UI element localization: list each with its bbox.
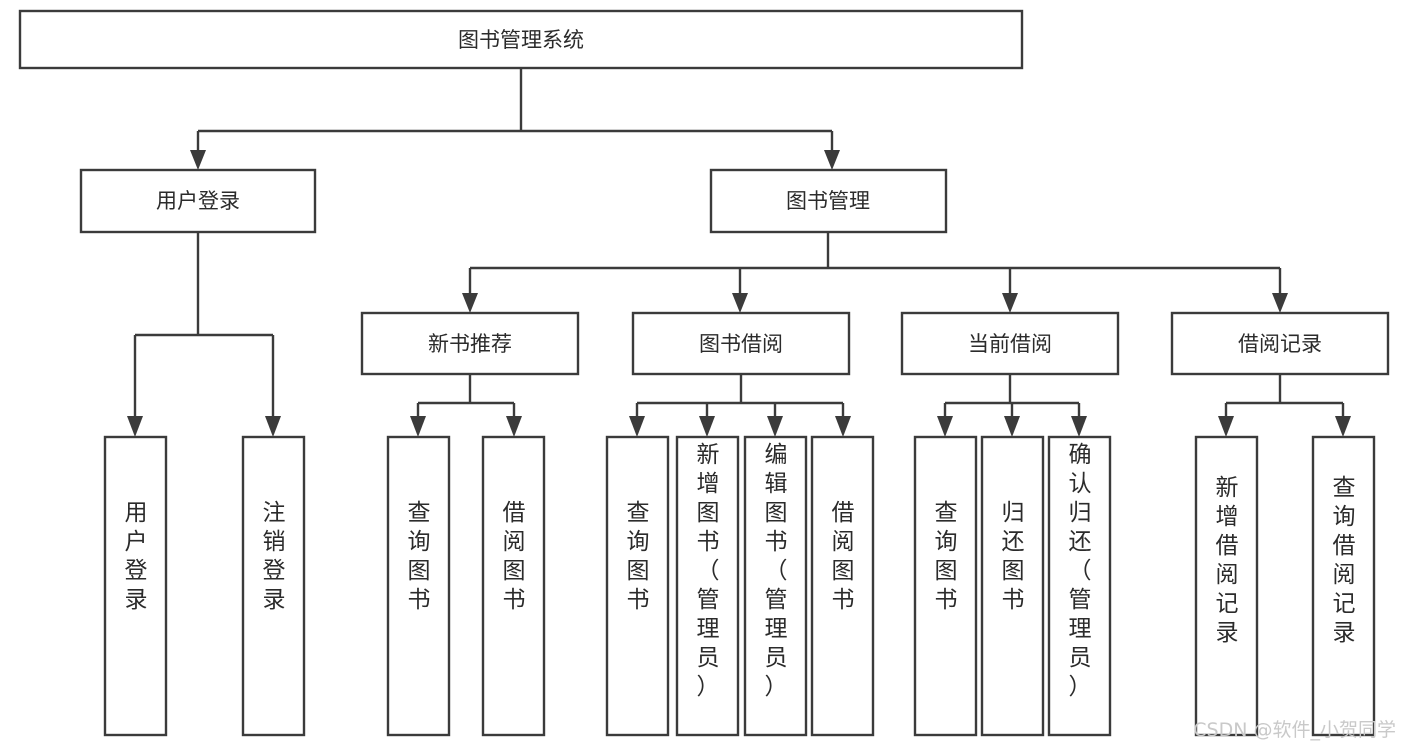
connector-book-borrow-to-leaves [629, 374, 851, 437]
leaf-box [810, 435, 875, 737]
arrow-head-icon [462, 293, 478, 313]
leaf-label-vertical: 查询图书 [935, 500, 958, 613]
node-borrow-record[interactable]: 借阅记录 [1170, 311, 1390, 376]
leaf-book-borrow-add[interactable]: 新增图书（管理员） [675, 435, 740, 737]
node-book-borrow[interactable]: 图书借阅 [631, 311, 851, 376]
arrow-head-icon [767, 416, 783, 437]
arrow-head-icon [629, 416, 645, 437]
leaf-box [103, 435, 168, 737]
arrow-head-icon [1002, 293, 1018, 313]
node-new-book-recommend[interactable]: 新书推荐 [360, 311, 580, 376]
leaf-label-vertical: 查询借阅记录 [1333, 475, 1356, 646]
arrow-head-icon [506, 416, 522, 437]
leaf-label-vertical: 编辑图书（管理员） [765, 442, 788, 700]
connector-user-login-to-leaves [127, 232, 281, 437]
leaf-label-vertical: 查询图书 [408, 500, 431, 613]
leaf-book-borrow-query[interactable]: 查询图书 [605, 435, 670, 737]
node-user-login-box [79, 168, 317, 234]
node-book-management[interactable]: 图书管理 [709, 168, 948, 234]
leaf-box [481, 435, 546, 737]
leaf-new-book-query[interactable]: 查询图书 [386, 435, 451, 737]
node-root[interactable]: 图书管理系统 [18, 9, 1024, 70]
leaf-label-vertical: 用户登录 [125, 500, 148, 613]
node-user-login[interactable]: 用户登录 [79, 168, 317, 234]
arrow-head-icon [265, 416, 281, 437]
arrow-head-icon [1272, 293, 1288, 313]
leaf-box [386, 435, 451, 737]
leaf-current-borrow-confirm[interactable]: 确认归还（管理员） [1047, 435, 1112, 737]
node-current-borrow[interactable]: 当前借阅 [900, 311, 1120, 376]
leaf-label-vertical: 查询图书 [627, 500, 650, 613]
leaf-borrow-record-add[interactable]: 新增借阅记录 [1194, 435, 1259, 737]
leaf-new-book-borrow[interactable]: 借阅图书 [481, 435, 546, 737]
leaf-current-borrow-query[interactable]: 查询图书 [913, 435, 978, 737]
leaf-box [913, 435, 978, 737]
leaf-label-vertical: 新增借阅记录 [1216, 475, 1239, 646]
leaf-label-vertical: 借阅图书 [832, 500, 855, 613]
leaf-box [675, 435, 740, 737]
arrow-head-icon [1335, 416, 1351, 437]
arrow-head-icon [1004, 416, 1020, 437]
arrow-head-icon [410, 416, 426, 437]
node-current-borrow-label: 当前借阅 [968, 332, 1052, 356]
connector-root-to-level1 [190, 68, 840, 170]
arrow-head-icon [1218, 416, 1234, 437]
leaf-current-borrow-return[interactable]: 归还图书 [980, 435, 1045, 737]
leaf-user-login-logout[interactable]: 注销登录 [241, 435, 306, 737]
leaf-box [743, 435, 808, 737]
leaf-borrow-record-query[interactable]: 查询借阅记录 [1311, 435, 1376, 737]
leaf-label-vertical: 借阅图书 [503, 500, 526, 613]
connector-new-book-recommend-to-leaves [410, 374, 522, 437]
leaf-book-borrow-edit[interactable]: 编辑图书（管理员） [743, 435, 808, 737]
arrow-head-icon [824, 150, 840, 170]
leaf-user-login-login[interactable]: 用户登录 [103, 435, 168, 737]
node-root-label: 图书管理系统 [458, 28, 584, 52]
arrow-head-icon [190, 150, 206, 170]
leaf-box [1194, 435, 1259, 737]
arrow-head-icon [835, 416, 851, 437]
leaf-book-borrow-borrow[interactable]: 借阅图书 [810, 435, 875, 737]
node-user-login-label: 用户登录 [156, 189, 240, 213]
leaf-box [1047, 435, 1112, 737]
leaf-label-vertical: 归还图书 [1002, 500, 1025, 613]
leaf-box [980, 435, 1045, 737]
arrow-head-icon [127, 416, 143, 437]
arrow-head-icon [1071, 416, 1087, 437]
connector-current-borrow-to-leaves [937, 374, 1087, 437]
arrow-head-icon [937, 416, 953, 437]
leaf-label-vertical: 注销登录 [263, 500, 286, 613]
node-book-borrow-label: 图书借阅 [699, 332, 783, 356]
leaf-box [241, 435, 306, 737]
node-root-box [18, 9, 1024, 70]
node-borrow-record-label: 借阅记录 [1238, 332, 1322, 356]
leaf-label-vertical: 确认归还（管理员） [1069, 442, 1092, 700]
node-book-management-label: 图书管理 [786, 189, 870, 213]
leaf-label-vertical: 新增图书（管理员） [697, 442, 720, 700]
node-new-book-recommend-box [360, 311, 580, 376]
connector-book-management-to-level2 [462, 232, 1288, 313]
arrow-head-icon [732, 293, 748, 313]
arrow-head-icon [699, 416, 715, 437]
csdn-watermark: CSDN @软件_小贺同学 [1193, 719, 1396, 741]
leaf-box [605, 435, 670, 737]
connector-borrow-record-to-leaves [1218, 374, 1351, 437]
node-current-borrow-box [900, 311, 1120, 376]
leaf-box [1311, 435, 1376, 737]
node-new-book-recommend-label: 新书推荐 [428, 332, 512, 356]
